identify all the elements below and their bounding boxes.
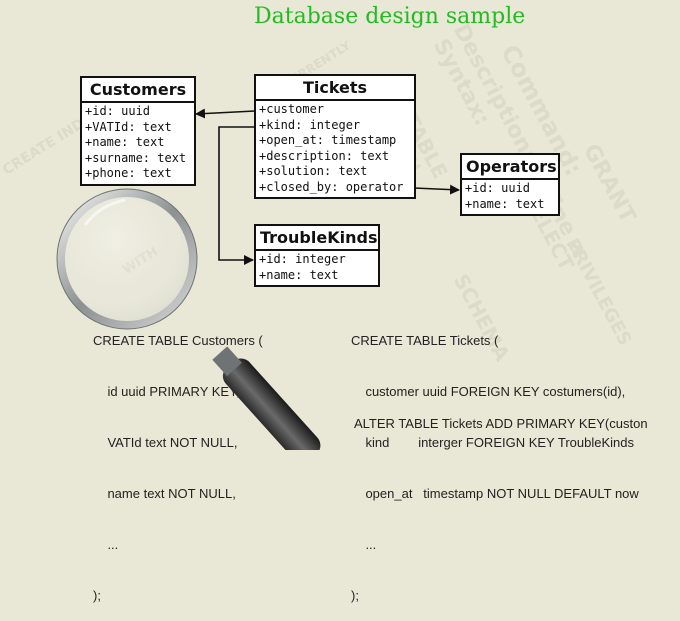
entity-customers-name: Customers bbox=[82, 78, 194, 103]
entity-troublekinds-name: TroubleKinds bbox=[256, 226, 378, 251]
sql-line: ... bbox=[351, 537, 377, 552]
arrow-tickets-to-customers bbox=[195, 108, 256, 119]
sql-line: customer uuid FOREIGN KEY costumers(id), bbox=[351, 384, 626, 399]
entity-customers: Customers +id: uuid +VATId: text +name: … bbox=[80, 76, 196, 186]
entity-troublekinds-fields: +id: integer +name: text bbox=[256, 251, 378, 285]
sql-line: CREATE TABLE Tickets ( bbox=[351, 333, 499, 348]
field: +name: text bbox=[85, 135, 165, 149]
sql-alter-tickets: ALTER TABLE Tickets ADD PRIMARY KEY(cust… bbox=[354, 416, 648, 431]
entity-operators-fields: +id: uuid +name: text bbox=[462, 180, 558, 214]
sql-line: ... bbox=[93, 537, 119, 552]
field: +phone: text bbox=[85, 166, 172, 180]
diagram-title: Database design sample bbox=[254, 4, 526, 29]
sql-line: CREATE TABLE Customers ( bbox=[93, 333, 263, 348]
field: +solution: text bbox=[259, 164, 368, 178]
field: +VATId: text bbox=[85, 119, 172, 134]
sql-line: kind interger FOREIGN KEY TroubleKinds bbox=[351, 435, 634, 450]
field: +name: text bbox=[465, 196, 545, 211]
entity-customers-fields: +id: uuid +VATId: text +name: text +surn… bbox=[82, 103, 194, 184]
entity-operators-name: Operators bbox=[462, 155, 558, 180]
field: +kind: integer bbox=[259, 117, 361, 132]
entity-tickets-name: Tickets bbox=[256, 76, 414, 101]
field: +surname: text bbox=[85, 150, 187, 165]
field: +open_at: timestamp bbox=[259, 133, 397, 147]
sql-line: VATId text NOT NULL, bbox=[93, 435, 238, 450]
field: +id: uuid bbox=[465, 181, 531, 195]
field: +name: text bbox=[259, 267, 339, 282]
entity-tickets-fields: +customer +kind: integer +open_at: times… bbox=[256, 101, 414, 197]
field: +closed_by: operator bbox=[259, 179, 404, 194]
field: +id: uuid bbox=[85, 104, 151, 118]
entity-tickets: Tickets +customer +kind: integer +open_a… bbox=[254, 74, 416, 199]
sql-line: ); bbox=[351, 588, 359, 603]
arrow-tickets-to-troublekinds bbox=[218, 126, 255, 265]
entity-troublekinds: TroubleKinds +id: integer +name: text bbox=[254, 224, 380, 287]
sql-line: open_at timestamp NOT NULL DEFAULT now bbox=[351, 486, 639, 501]
field: +description: text bbox=[259, 148, 390, 163]
relationship-arrows bbox=[195, 108, 460, 265]
magnifying-glass-icon bbox=[56, 188, 321, 450]
field: +id: integer bbox=[259, 252, 346, 266]
sql-line: name text NOT NULL, bbox=[93, 486, 236, 501]
sql-line: ); bbox=[93, 588, 101, 603]
entity-operators: Operators +id: uuid +name: text bbox=[460, 153, 560, 216]
field: +customer bbox=[259, 102, 325, 116]
arrow-tickets-to-operators bbox=[413, 184, 460, 195]
